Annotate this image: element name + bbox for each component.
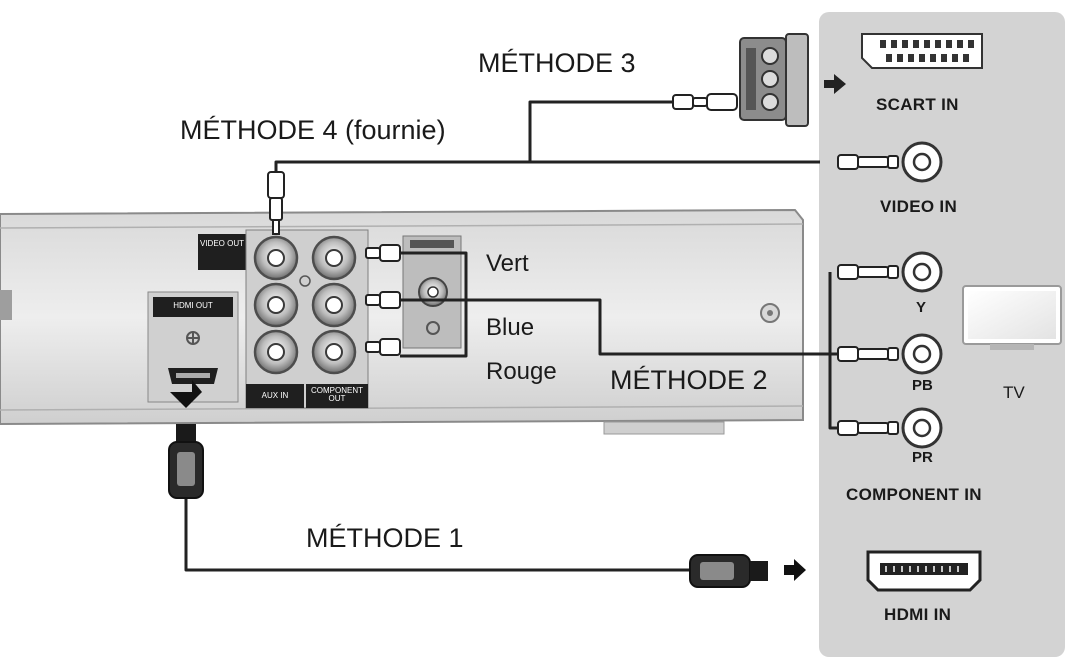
aux-in-port-label: AUX IN — [261, 391, 289, 400]
tv-set-icon — [962, 285, 1062, 350]
component-in-label: COMPONENT IN — [846, 485, 982, 504]
hdmi-in-port-icon — [866, 550, 982, 592]
tv-label: TV — [1003, 383, 1025, 402]
rca-plugs — [365, 93, 899, 436]
antenna-block — [402, 235, 462, 349]
video-out-plug — [267, 171, 285, 235]
scart-in-label: SCART IN — [876, 95, 959, 114]
component-cable-green — [400, 251, 468, 358]
hdmi-cable — [184, 498, 690, 572]
component-out-port-label: COMPONENT OUT — [311, 386, 363, 404]
player-body — [0, 208, 804, 435]
pr-jack-label: PR — [912, 449, 933, 466]
scart-cable — [528, 100, 673, 162]
component-link — [828, 272, 838, 430]
hdmi-plug-tv — [689, 554, 806, 588]
hdmi-plug-player — [168, 380, 204, 499]
cable-label-red: Rouge — [486, 358, 557, 385]
pb-jack-label: PB — [912, 377, 933, 394]
hdmi-in-label: HDMI IN — [884, 605, 952, 624]
hdmi-out-port-label: HDMI OUT — [173, 301, 213, 310]
method-2-label: MÉTHODE 2 — [610, 365, 768, 395]
video-out-port-label: VIDEO OUT — [200, 239, 245, 248]
scart-adapter — [739, 33, 846, 127]
method-4-label: MÉTHODE 4 (fournie) — [180, 115, 446, 145]
rca-jack-panel — [245, 229, 369, 409]
tv-panel — [819, 12, 1065, 657]
method-1-label: MÉTHODE 1 — [306, 523, 464, 553]
cable-label-blue: Blue — [486, 314, 535, 341]
cable-label-green: Vert — [486, 250, 529, 277]
component-cable-blue — [400, 298, 838, 356]
scart-port-icon — [861, 33, 983, 69]
video-in-label: VIDEO IN — [880, 197, 958, 216]
y-jack-label: Y — [916, 299, 927, 316]
method-3-label: MÉTHODE 3 — [478, 48, 636, 78]
